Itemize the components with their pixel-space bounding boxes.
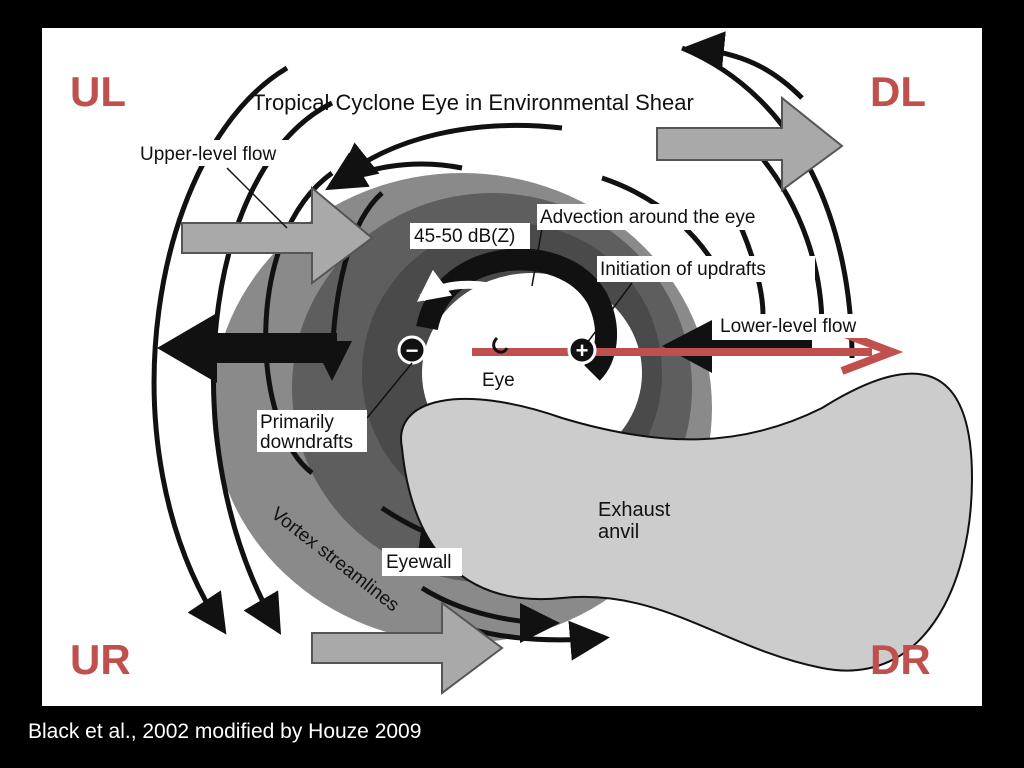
upper-flow-arrow-right [656,95,844,192]
upper-flow-arrow-bottom [311,601,504,695]
eye-label: Eye [482,370,515,391]
upper-level-flow-label: Upper-level flow [140,144,276,165]
updraft-marker [567,335,597,365]
quadrant-dl: DL [870,68,926,115]
minus-sign: − [406,338,419,363]
slide-caption: Black et al., 2002 modified by Houze 200… [28,720,422,743]
downdrafts-box [257,410,367,452]
advection-arrow-upper [416,269,576,369]
diagram-panel: − + Tropical Cyclone Eye in Environmenta… [42,28,982,706]
eyewall-label: Eyewall [386,552,451,573]
upper-level-flow-box [137,140,302,166]
lower-level-flow-box [717,314,877,338]
exhaust-label: Exhaust [598,499,671,521]
lower-flow-arrow-left [157,313,337,383]
upper-flow-arrow-left [181,185,374,285]
advection-label: Advection around the eye [540,207,756,228]
reflectivity-label: 45-50 dB(Z) [414,226,515,247]
quadrant-ul: UL [70,68,126,115]
shear-arrow-head [840,329,904,375]
eye-swirl-icon [492,336,509,354]
anvil-label: anvil [598,521,639,543]
cyclone-diagram: − + Tropical Cyclone Eye in Environmenta… [137,31,974,695]
primarily-label: Primarily [260,412,334,433]
downdrafts-label: downdrafts [260,432,353,453]
plus-sign: + [576,338,589,363]
initiation-box [597,256,815,282]
initiation-label: Initiation of updrafts [600,259,766,280]
eyewall-box [382,548,462,576]
leader-lines [226,167,633,419]
quadrant-ur: UR [70,636,131,683]
diagram-title: Tropical Cyclone Eye in Environmental Sh… [252,90,694,115]
lower-level-flow-label: Lower-level flow [720,316,856,337]
exhaust-anvil [400,372,974,672]
advection-box [537,204,762,230]
reflectivity-box [410,223,530,249]
quadrant-dr: DR [870,636,931,683]
lower-flow-arrow-right [662,320,812,373]
